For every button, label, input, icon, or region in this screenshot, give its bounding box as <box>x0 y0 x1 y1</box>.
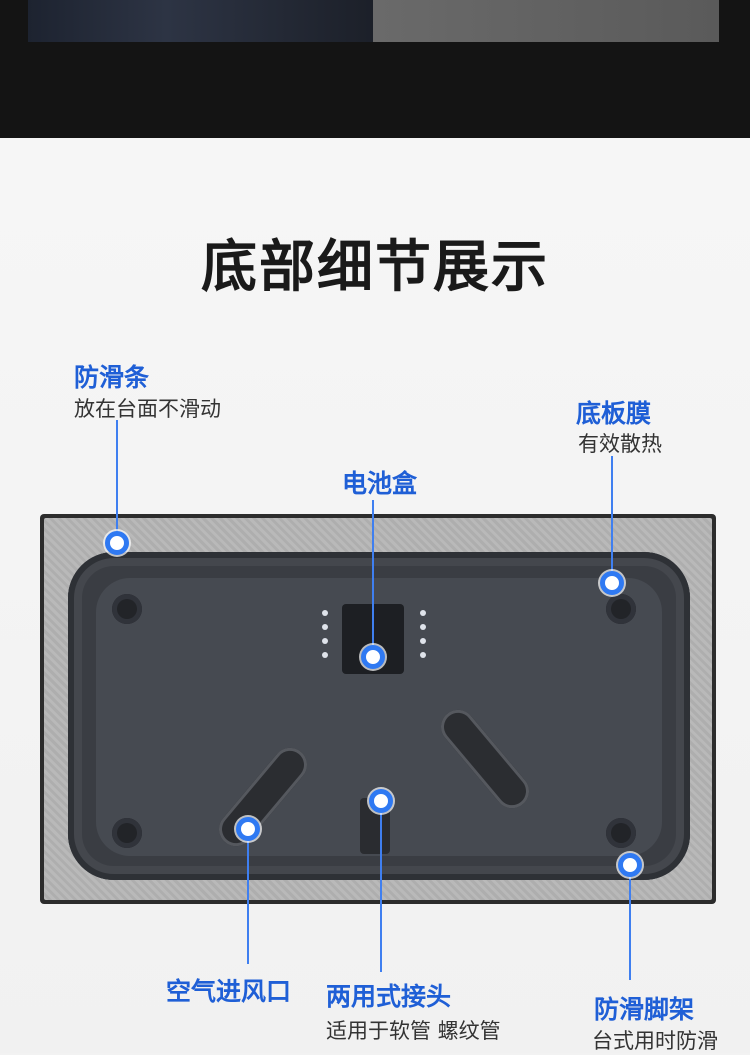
callout-dot-icon <box>618 853 642 877</box>
label-anti-slip-strip-desc: 放在台面不滑动 <box>74 397 221 421</box>
label-base-film: 底板膜 <box>576 399 652 428</box>
callout-line-anti-slip-feet <box>629 876 631 980</box>
callout-line-air-inlet <box>247 834 249 964</box>
label-anti-slip-strip: 防滑条 <box>74 363 150 392</box>
foot-pad-top-left <box>112 594 142 624</box>
product-photo-top-left <box>28 0 373 42</box>
product-photo-top-right <box>373 0 719 42</box>
label-anti-slip-feet: 防滑脚架 <box>594 995 695 1024</box>
label-anti-slip-feet-desc: 台式用时防滑 <box>592 1029 718 1053</box>
callout-dot-icon <box>105 531 129 555</box>
foot-pad-top-right <box>606 594 636 624</box>
callout-line-anti-slip-strip <box>116 420 118 540</box>
label-dual-connector: 两用式接头 <box>326 982 452 1011</box>
foot-pad-bottom-left <box>112 818 142 848</box>
callout-line-battery-box <box>372 500 374 650</box>
label-base-film-desc: 有效散热 <box>578 432 662 456</box>
callout-dot-icon <box>369 789 393 813</box>
callout-line-dual-connector <box>380 810 382 972</box>
section-heading: 底部细节展示 <box>201 235 549 300</box>
callout-line-base-film <box>611 456 613 576</box>
label-battery-box: 电池盒 <box>342 469 418 498</box>
label-air-inlet: 空气进风口 <box>166 977 292 1006</box>
label-dual-connector-desc: 适用于软管 螺纹管 <box>326 1019 501 1043</box>
callout-dot-icon <box>361 645 385 669</box>
callout-dot-icon <box>236 817 260 841</box>
foot-pad-bottom-right <box>606 818 636 848</box>
callout-dot-icon <box>600 571 624 595</box>
